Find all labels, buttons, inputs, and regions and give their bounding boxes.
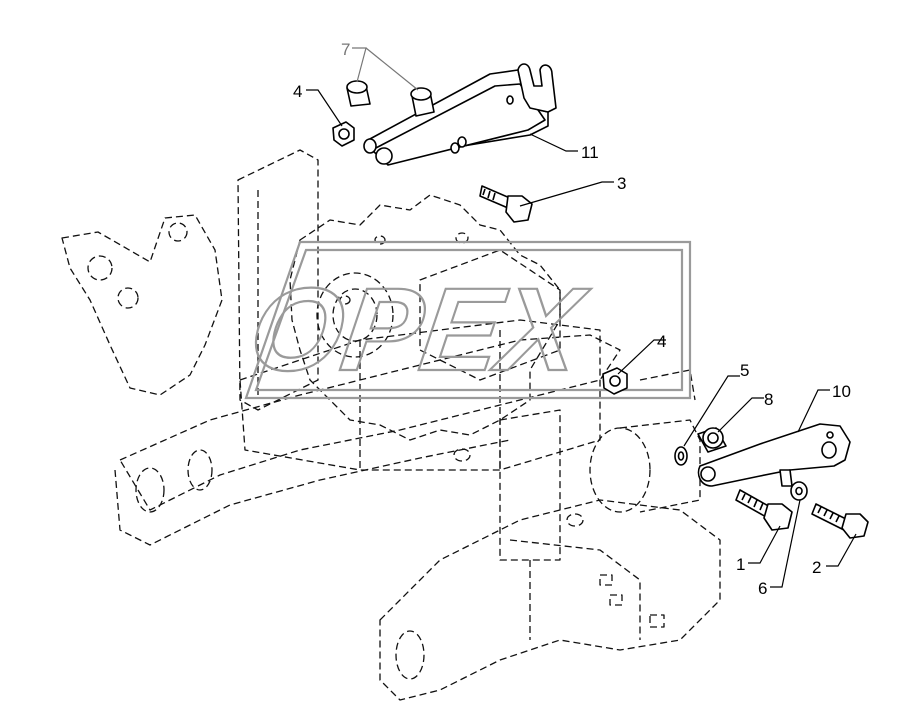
callout-11: 11 <box>581 143 599 162</box>
callout-8: 8 <box>764 390 773 409</box>
part-1-bolt <box>735 489 793 531</box>
part-7-bushing-right <box>410 87 435 117</box>
callouts: 7 4 11 3 4 5 8 10 1 6 2 <box>293 40 851 598</box>
callout-3: 3 <box>617 174 626 193</box>
frame-assembly-outline <box>61 149 721 701</box>
callout-5: 5 <box>740 361 749 380</box>
part-3-bolt <box>479 185 533 223</box>
callout-4-right: 4 <box>657 332 666 351</box>
part-2-bolt <box>811 503 869 539</box>
opex-watermark: OPEX <box>241 240 692 400</box>
part-6-washer <box>790 481 808 501</box>
part-7-bushing-left <box>346 80 371 107</box>
part-4-nut-right <box>602 367 628 395</box>
part-5-washer <box>674 446 688 466</box>
part-10-lower-bracket <box>697 423 851 487</box>
callout-6: 6 <box>758 579 767 598</box>
callout-10: 10 <box>832 382 851 401</box>
callout-2: 2 <box>812 558 821 577</box>
callout-1: 1 <box>736 555 745 574</box>
part-8-bushing <box>697 427 727 453</box>
callout-4-upper: 4 <box>293 82 302 101</box>
part-4-nut-upper <box>332 121 355 147</box>
part-11-upper-bracket <box>363 63 557 166</box>
leader-lines <box>306 47 857 588</box>
callout-7: 7 <box>341 40 350 59</box>
watermark-text: OPEX <box>242 265 594 396</box>
